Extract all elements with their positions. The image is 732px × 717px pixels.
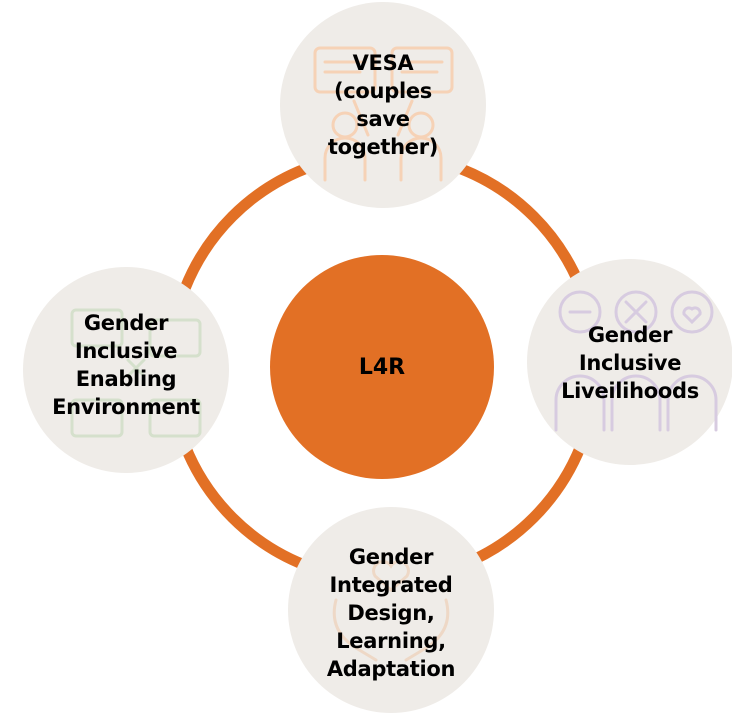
node-bottom <box>288 507 494 713</box>
node-right <box>527 259 732 465</box>
node-top <box>280 2 486 208</box>
center-circle <box>270 255 494 479</box>
node-left <box>23 267 229 473</box>
node-top-label: VESA (couples save together) <box>327 51 439 159</box>
node-bottom-circle <box>288 507 494 713</box>
node-right-label: Gender Inclusive Liveilihoods <box>561 322 699 403</box>
meeting-board-icon <box>313 46 454 182</box>
people-speech-icon <box>554 290 718 432</box>
node-left-label: Gender Inclusive Enabling Environment <box>52 311 200 419</box>
node-bottom-label: Gender Integrated Design, Learning, Adap… <box>326 544 456 681</box>
collaboration-icon <box>70 308 202 438</box>
node-top-circle <box>280 2 486 208</box>
center-label: L4R <box>358 354 406 380</box>
hands-care-icon <box>332 560 450 662</box>
